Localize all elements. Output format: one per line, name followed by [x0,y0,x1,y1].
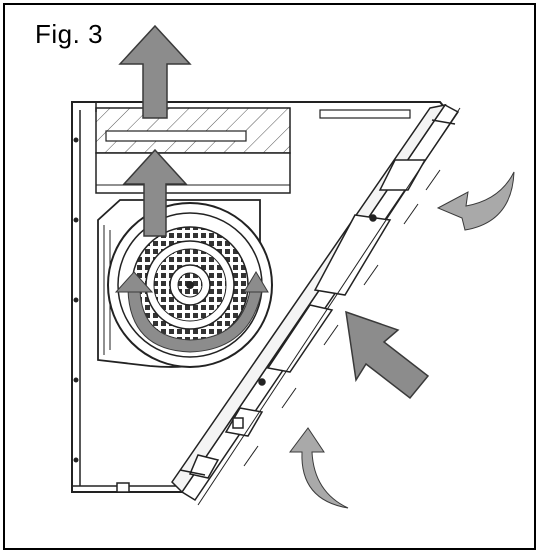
front-panel [171,103,460,502]
curved-arrow-icon [289,427,349,509]
exhaust-duct [95,107,411,194]
curved-arrow-icon [436,171,515,231]
arrow-up-icon [122,148,188,237]
figure-label: Fig. 3 [35,19,104,49]
arrow-diagonal-icon [345,310,430,400]
grille-edge [197,107,461,506]
fan-rotation-arrow [114,271,269,353]
arrow-up-icon [118,24,192,119]
